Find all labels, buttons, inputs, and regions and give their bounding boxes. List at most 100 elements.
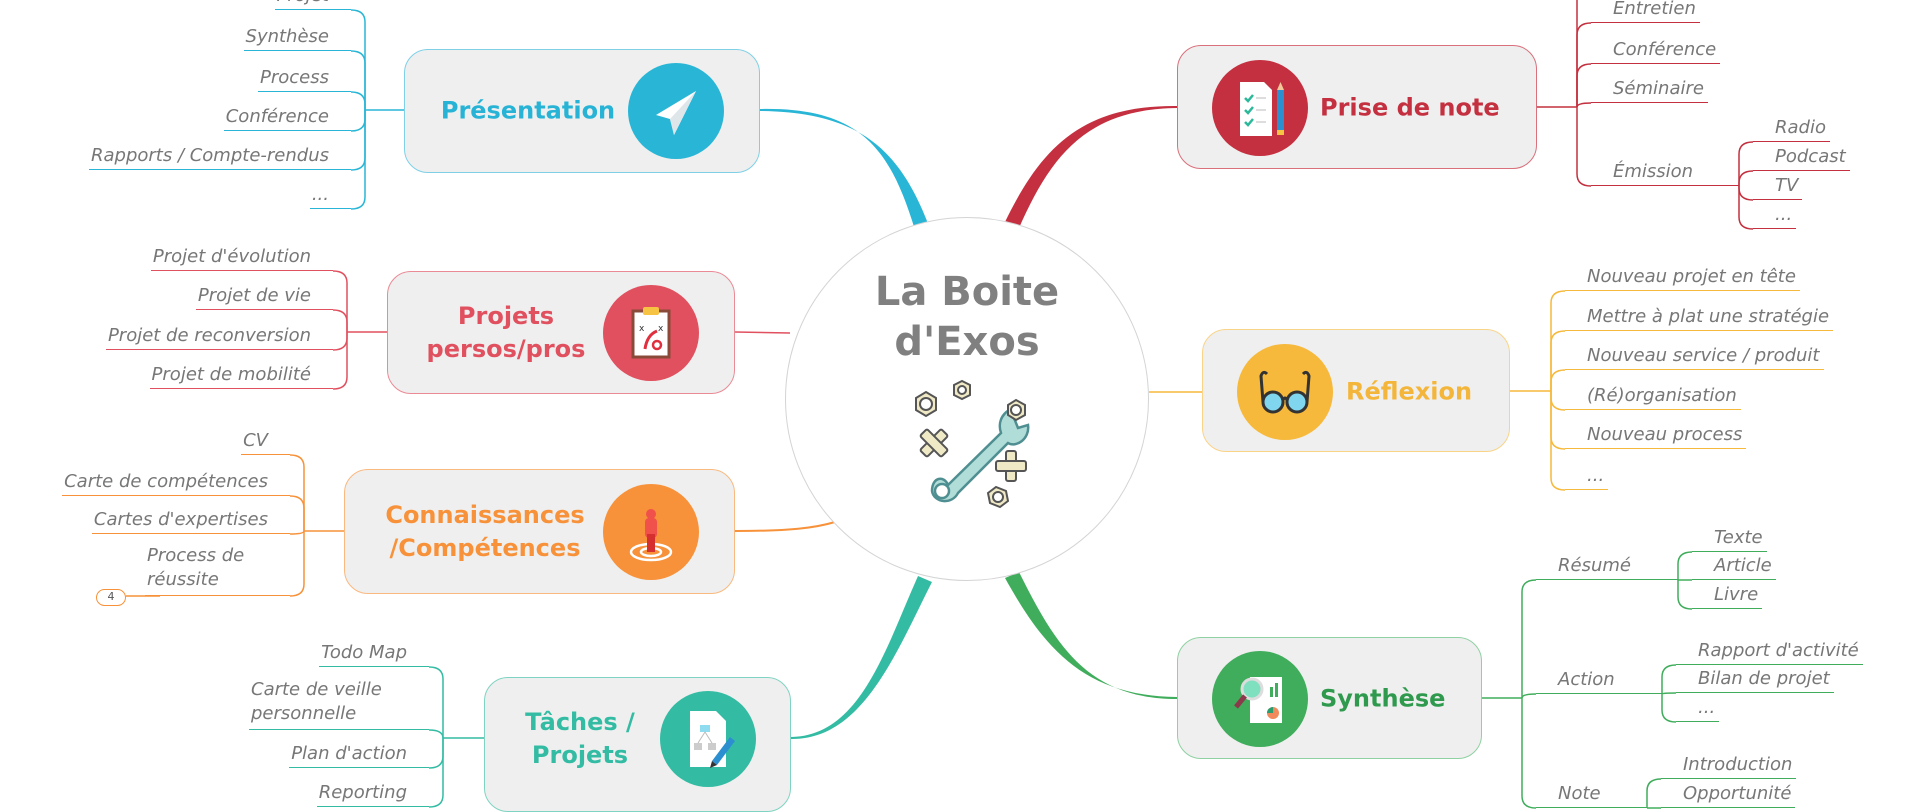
- subtopic-label: Séminaire: [1613, 78, 1704, 99]
- subtopic-item[interactable]: Synthèse: [243, 25, 351, 51]
- document-diagram-icon: [660, 691, 756, 787]
- subtopic-label: Synthèse: [245, 26, 329, 47]
- paper-plane-icon: [628, 63, 724, 159]
- glasses-icon: [1237, 344, 1333, 440]
- bracket-curve: [428, 738, 444, 769]
- subtopic-item[interactable]: Article: [1692, 554, 1776, 580]
- bracket-curve: [350, 110, 366, 210]
- subtopic-label: Note: [1558, 783, 1601, 804]
- subtopic-item[interactable]: Projet de mobilité: [149, 363, 333, 389]
- subtopic-item[interactable]: ...: [1753, 203, 1797, 229]
- subtopic-item[interactable]: Projet d'évolution: [150, 245, 333, 271]
- topic-label-line2: Projets: [531, 741, 629, 769]
- subtopic-item[interactable]: Conférence: [1591, 38, 1721, 64]
- topic-taches-projets[interactable]: Tâches / Projets: [484, 677, 791, 812]
- subtopic-label: TV: [1775, 175, 1799, 196]
- topic-presentation[interactable]: Présentation: [404, 49, 760, 173]
- subtopic-item[interactable]: Projet de vie: [195, 284, 333, 310]
- subtopic-item[interactable]: Projet: [274, 0, 351, 10]
- subtopic-item[interactable]: Nouveau projet en tête: [1565, 265, 1800, 291]
- subtopic-label: ...: [1698, 697, 1716, 718]
- subtopic-label: Projet de reconversion: [107, 325, 311, 346]
- bracket-curve: [1550, 391, 1566, 411]
- subtopic-item[interactable]: Rapport d'activité: [1676, 639, 1863, 665]
- bracket-curve: [1550, 330, 1566, 391]
- topic-connaissances-competences[interactable]: Connaissances /Compétences: [344, 469, 735, 594]
- subtopic-label: Bilan de projet: [1698, 668, 1830, 689]
- subtopic-item[interactable]: Plan d'action: [289, 742, 429, 768]
- topic-synthese[interactable]: Synthèse: [1177, 637, 1482, 759]
- bracket-curve: [1576, 22, 1592, 107]
- subtopic-item[interactable]: Rapports / Compte-rendus: [88, 144, 351, 170]
- subtopic-item[interactable]: Mettre à plat une stratégie: [1565, 305, 1834, 331]
- subtopic-item[interactable]: (Ré)organisation: [1565, 384, 1741, 410]
- subtopic-item[interactable]: Nouveau service / produit: [1565, 344, 1824, 370]
- connector-taches: [791, 576, 932, 740]
- topic-label-line1: Projets: [457, 302, 555, 330]
- subtopic-item[interactable]: Résumé: [1536, 554, 1678, 580]
- bracket-curve: [1521, 579, 1537, 698]
- subtopic-label: Conférence: [1613, 39, 1717, 60]
- central-topic[interactable]: La Boite d'Exos: [785, 217, 1149, 581]
- bracket-curve: [332, 270, 348, 332]
- bracket-curve: [332, 309, 348, 332]
- subtopic-item[interactable]: CV: [241, 429, 290, 455]
- bracket-curve: [1521, 698, 1537, 809]
- subtopic-item[interactable]: Livre: [1692, 583, 1763, 609]
- bracket-curve: [1576, 63, 1592, 107]
- topic-label-line1: Connaissances: [385, 501, 585, 529]
- bracket-curve: [1550, 391, 1566, 491]
- subtopic-item[interactable]: Émission: [1591, 160, 1739, 186]
- subtopic-item[interactable]: Action: [1536, 668, 1662, 694]
- bracket-curve: [1677, 551, 1693, 580]
- subtopic-item[interactable]: ...: [1676, 696, 1720, 722]
- subtopic-item[interactable]: Cartes d'expertises: [91, 508, 290, 534]
- subtopic-label: Cartes d'expertises: [93, 509, 268, 530]
- subtopic-label: Rapports / Compte-rendus: [90, 145, 329, 166]
- subtopic-label: Process de réussite: [147, 545, 245, 590]
- subtopic-item[interactable]: Process de réussite: [145, 544, 290, 596]
- subtopic-item[interactable]: TV: [1753, 174, 1803, 200]
- subtopic-item[interactable]: Process: [258, 66, 351, 92]
- subtopic-item[interactable]: ...: [1565, 464, 1609, 490]
- subtopic-item[interactable]: Introduction: [1661, 753, 1797, 779]
- collapsed-count-badge[interactable]: 4: [96, 589, 126, 606]
- svg-text:x: x: [639, 324, 645, 334]
- topic-label-line2: persos/pros: [426, 335, 586, 363]
- connector-connaissances: [734, 521, 836, 532]
- bracket-curve: [350, 9, 366, 110]
- subtopic-item[interactable]: Opportunité: [1661, 782, 1796, 808]
- subtopic-item[interactable]: Note: [1536, 782, 1647, 808]
- connector-synthese: [1005, 572, 1177, 699]
- subtopic-item[interactable]: Nouveau process: [1565, 423, 1747, 449]
- topic-reflexion[interactable]: Réflexion: [1202, 329, 1510, 452]
- subtopic-item[interactable]: Séminaire: [1591, 77, 1708, 103]
- wrench-and-nuts-icon: [915, 379, 1030, 509]
- subtopic-label: (Ré)organisation: [1587, 385, 1737, 406]
- subtopic-item[interactable]: Podcast: [1753, 145, 1850, 171]
- subtopic-item[interactable]: Bilan de projet: [1676, 667, 1834, 693]
- subtopic-item[interactable]: Radio: [1753, 116, 1830, 142]
- topic-label-line2: /Compétences: [389, 534, 581, 562]
- subtopic-item[interactable]: Projet de reconversion: [105, 324, 333, 350]
- subtopic-item[interactable]: Todo Map: [319, 641, 429, 667]
- topic-prise-de-note[interactable]: Prise de note: [1177, 45, 1537, 169]
- subtopic-item[interactable]: Conférence: [223, 105, 351, 131]
- subtopic-item[interactable]: Carte de compétences: [62, 470, 290, 496]
- subtopic-item[interactable]: Carte de veille personnelle: [249, 678, 429, 730]
- subtopic-label: Plan d'action: [291, 743, 407, 764]
- subtopic-label: Résumé: [1558, 555, 1631, 576]
- subtopic-label: Mettre à plat une stratégie: [1587, 306, 1830, 327]
- subtopic-item[interactable]: Texte: [1692, 526, 1767, 552]
- subtopic-label: Introduction: [1683, 754, 1793, 775]
- bracket-curve: [428, 666, 444, 738]
- subtopic-item[interactable]: Entretien: [1591, 0, 1700, 23]
- subtopic-label: Conférence: [225, 106, 329, 127]
- bracket-curve: [1738, 170, 1754, 186]
- bracket-curve: [1661, 664, 1677, 694]
- subtopic-item[interactable]: ...: [309, 183, 351, 209]
- connector-prise: [1005, 105, 1177, 228]
- subtopic-label: Projet de mobilité: [151, 364, 311, 385]
- subtopic-item[interactable]: Reporting: [316, 781, 429, 807]
